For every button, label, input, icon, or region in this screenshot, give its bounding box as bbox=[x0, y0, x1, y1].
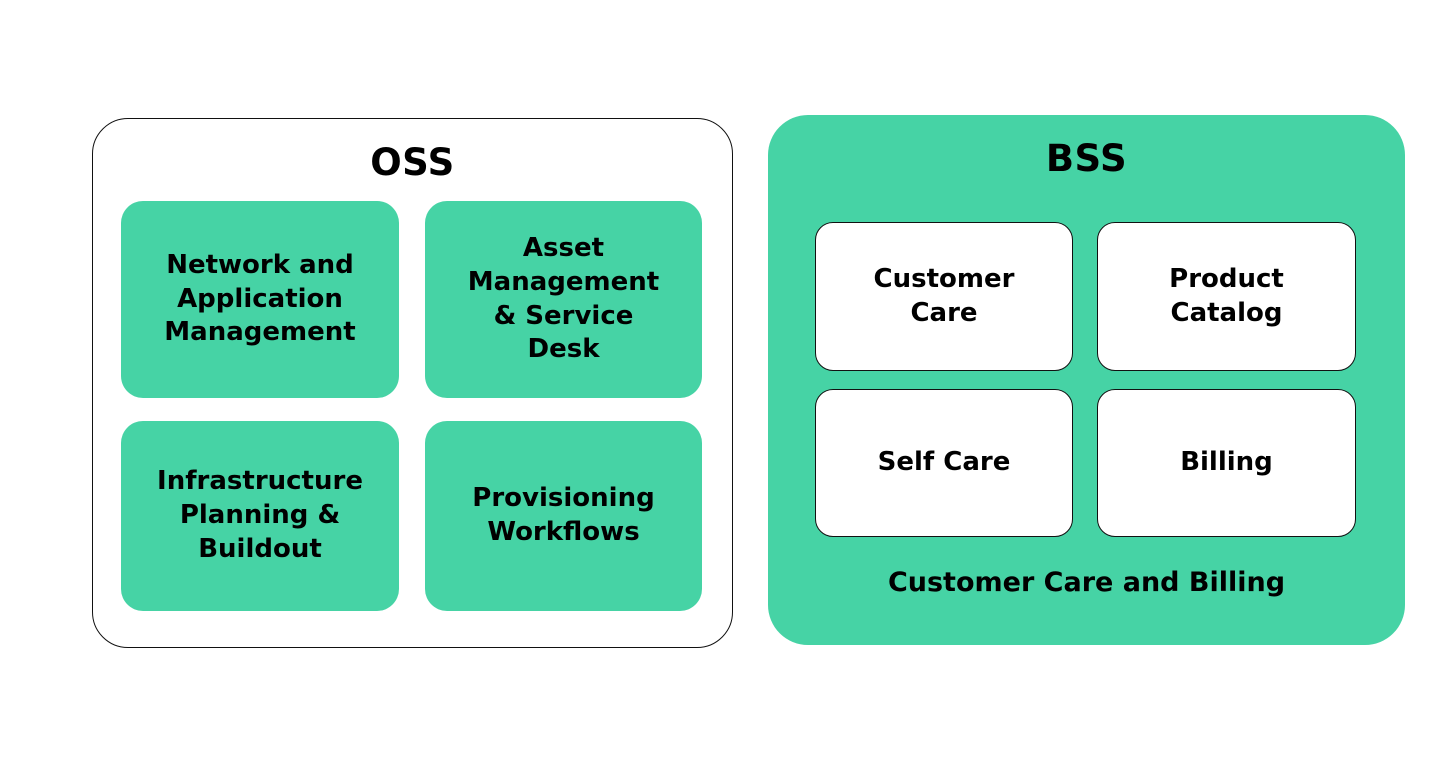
bss-box-label: Product Catalog bbox=[1169, 263, 1284, 328]
bss-box-customer-care: Customer Care bbox=[815, 222, 1073, 371]
bss-box-billing: Billing bbox=[1097, 389, 1356, 537]
oss-panel: OSS Network and Application Management A… bbox=[92, 118, 733, 648]
bss-box-label: Billing bbox=[1180, 447, 1273, 478]
oss-box-label: Asset Management & Service Desk bbox=[467, 232, 660, 365]
oss-box-label: Provisioning Workflows bbox=[472, 483, 655, 547]
oss-box-provisioning-workflows: Provisioning Workflows bbox=[425, 421, 702, 611]
oss-title: OSS bbox=[370, 141, 455, 184]
bss-box-label: Self Care bbox=[877, 447, 1011, 478]
bss-title: BSS bbox=[1045, 137, 1128, 180]
oss-box-label: Network and Application Management bbox=[164, 249, 356, 348]
oss-box-infrastructure-planning-buildout: Infrastructure Planning & Buildout bbox=[121, 421, 399, 611]
oss-box-label: Infrastructure Planning & Buildout bbox=[157, 466, 363, 564]
bss-box-self-care: Self Care bbox=[815, 389, 1073, 537]
oss-box-asset-management-service-desk: Asset Management & Service Desk bbox=[425, 201, 702, 398]
oss-box-network-application-management: Network and Application Management bbox=[121, 201, 399, 398]
bss-panel: BSS Customer Care Product Catalog Self C… bbox=[768, 115, 1405, 645]
bss-box-product-catalog: Product Catalog bbox=[1097, 222, 1356, 371]
bss-caption: Customer Care and Billing bbox=[887, 567, 1286, 598]
bss-box-label: Customer Care bbox=[873, 263, 1015, 328]
